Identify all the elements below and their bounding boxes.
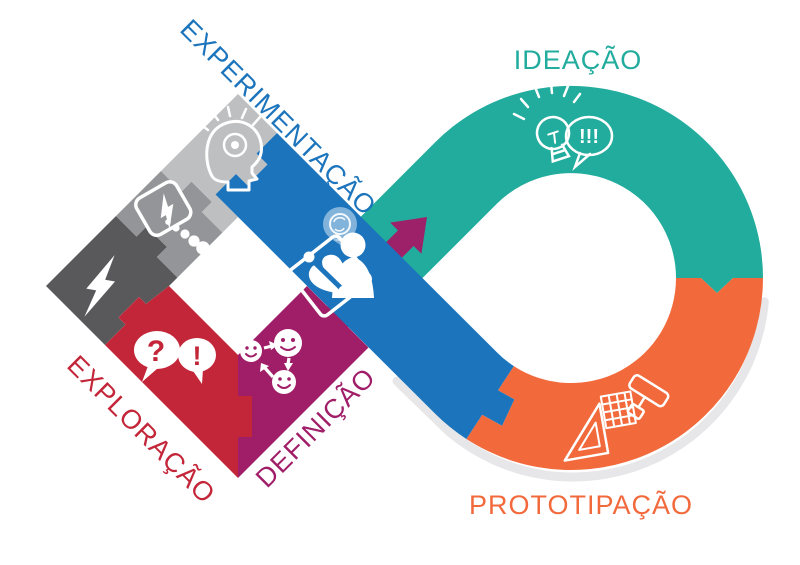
triple-exclamation-glyph: !!! [579, 126, 599, 148]
lightbulb-exclamation-bubble-icon: !!! [512, 81, 614, 172]
segment-prototipacao [466, 278, 763, 470]
person-empathy-board-icon [287, 207, 374, 318]
segment-ideacao [350, 85, 763, 293]
label-ideacao: IDEAÇÃO [514, 44, 643, 75]
loop-shadow [392, 297, 769, 482]
question-exclamation-bubbles-icon: ? ! [134, 331, 216, 384]
head-lightbulb-icon [198, 105, 263, 192]
lightning-bolt-icon [84, 255, 116, 317]
label-prototipacao: PROTOTIPAÇÃO [469, 489, 693, 520]
segment-illuminated-mind [161, 94, 277, 233]
question-glyph: ? [147, 335, 165, 368]
segment-insight-flash [46, 216, 178, 345]
segment-definicao [238, 286, 369, 478]
smiley-cycle-icon [240, 329, 302, 394]
lightning-card-people-icon [134, 180, 210, 255]
exclamation-glyph: ! [193, 341, 202, 371]
segment-exploracao [105, 286, 252, 478]
prototyping-tools-icon [563, 374, 670, 462]
